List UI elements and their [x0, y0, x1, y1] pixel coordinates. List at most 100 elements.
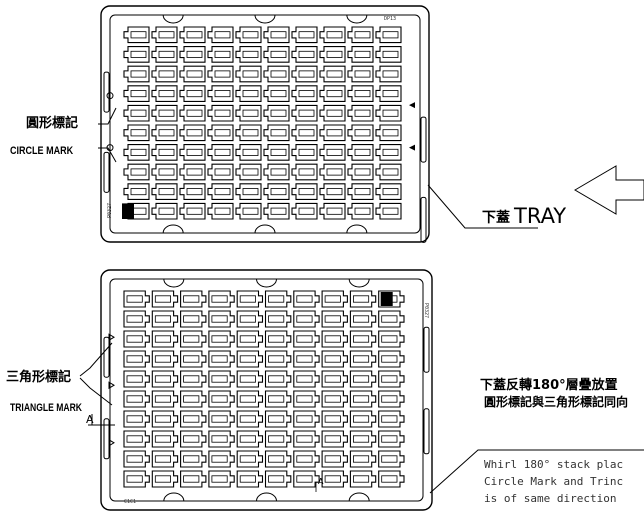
- tray-bottom-notch: [162, 224, 184, 234]
- tray-pocket-slot: [352, 335, 370, 343]
- tray-pocket-slot: [158, 90, 175, 98]
- tray-pocket: [349, 370, 377, 388]
- tray-pocket-slot: [186, 148, 203, 156]
- tray-pocket-slot: [239, 415, 256, 423]
- tray-pocket-slot: [352, 435, 370, 443]
- tray-pocket: [235, 163, 262, 181]
- tray-pocket-slot: [326, 129, 343, 137]
- tray-pocket: [349, 470, 377, 488]
- circle-mark-label-en: CIRCLE MARK: [10, 145, 74, 157]
- tray-pocket-slot: [183, 395, 200, 403]
- tray-pocket: [293, 310, 320, 328]
- tray-pocket: [321, 310, 348, 328]
- instruction-leader: [429, 449, 644, 494]
- tray-pocket: [180, 450, 207, 468]
- tray-pocket-slot: [354, 188, 371, 196]
- tray-pocket: [180, 370, 207, 388]
- tray-pocket-slot: [242, 188, 259, 196]
- tray-pocket-slot: [268, 395, 285, 403]
- orientation-pad-mark: [380, 292, 393, 306]
- tray-pocket: [349, 290, 377, 308]
- tray-pocket: [264, 310, 292, 328]
- tray-pocket: [291, 144, 318, 161]
- tray-pocket-slot: [354, 50, 371, 58]
- tray-pocket: [151, 202, 178, 220]
- tray-pocket: [291, 85, 318, 102]
- tray-pocket-slot: [382, 129, 399, 137]
- tray-side-slot: [103, 151, 110, 193]
- tray-pocket: [235, 144, 262, 161]
- tray-pocket: [235, 104, 262, 122]
- tray-pocket: [319, 65, 346, 83]
- tray-pocket-slot: [268, 315, 285, 323]
- tray-pocket: [123, 310, 150, 328]
- tray-pocket: [123, 46, 150, 63]
- tray-bottom-notch: [163, 492, 185, 502]
- tray-pocket: [349, 350, 377, 368]
- instruction-line-1: Whirl 180° stack plac: [484, 458, 624, 471]
- tray-pocket: [291, 163, 318, 181]
- tray-pocket-slot: [270, 188, 287, 196]
- tray-pocket-slot: [296, 375, 313, 383]
- tray-pocket: [293, 470, 320, 488]
- tray-leader: [427, 184, 538, 229]
- tray-pocket: [179, 46, 206, 63]
- tray-inner-frame: [109, 14, 421, 234]
- tray-pocket-slot: [298, 31, 315, 39]
- tray-pocket-slot: [326, 70, 343, 78]
- tray-pocket-slot: [298, 109, 315, 117]
- tray-pocket: [123, 370, 150, 388]
- tray-pocket: [179, 104, 206, 122]
- tray-pocket: [151, 310, 179, 328]
- tray-pocket-slot: [242, 129, 259, 137]
- tray-pocket-slot: [352, 455, 370, 463]
- tray-pocket-slot: [352, 475, 370, 483]
- tray-pocket-slot: [298, 148, 315, 156]
- tray-pocket: [180, 290, 207, 308]
- tray-pocket-slot: [354, 207, 371, 215]
- tray-pocket-slot: [126, 375, 143, 383]
- tray-top-notch: [346, 14, 368, 24]
- tray-pocket-slot: [381, 315, 398, 323]
- circle-mark-leader-2: [98, 147, 117, 163]
- tray-pocket-slot: [298, 90, 315, 98]
- tray-pocket-slot: [186, 90, 203, 98]
- tray-pocket: [123, 163, 150, 181]
- tray-pocket-slot: [186, 70, 203, 78]
- tray-pocket: [180, 410, 207, 428]
- tray-pocket-slot: [296, 455, 313, 463]
- tray-pocket-slot: [158, 50, 175, 58]
- tray-pocket: [151, 26, 178, 44]
- tray-pocket: [375, 104, 402, 122]
- tray-pocket: [293, 350, 320, 368]
- tray-pocket-slot: [126, 335, 143, 343]
- tray-pocket-slot: [211, 315, 228, 323]
- tray-pocket-slot: [154, 315, 172, 323]
- tray-pocket-slot: [268, 375, 285, 383]
- tray-pocket-slot: [130, 90, 147, 98]
- circle-mark-label-cn: 圓形標記: [26, 116, 79, 131]
- tray-pocket-slot: [183, 335, 200, 343]
- tray-top-notch: [348, 278, 370, 288]
- tray-pocket-slot: [239, 435, 256, 443]
- tray-pocket: [123, 144, 150, 161]
- tray-pocket: [151, 46, 178, 63]
- tray-pocket: [123, 450, 150, 468]
- tray-pocket-slot: [211, 455, 228, 463]
- tray-pocket: [123, 124, 150, 142]
- tray-pocket-slot: [242, 70, 259, 78]
- tray-pocket: [236, 470, 264, 488]
- tray-top-notch: [256, 278, 277, 288]
- tray-pocket: [207, 124, 234, 142]
- tray-pocket: [263, 46, 290, 63]
- tray-pocket-slot: [381, 395, 398, 403]
- tray-pocket-slot: [242, 50, 259, 58]
- tray-pocket-slot: [268, 475, 285, 483]
- tray-pocket-slot: [211, 295, 228, 303]
- tray-pocket-slot: [214, 188, 231, 196]
- tray-pocket: [207, 85, 234, 102]
- tray-pocket: [208, 310, 235, 328]
- tray-pocket: [151, 183, 178, 200]
- tray-outer-frame: [100, 269, 433, 511]
